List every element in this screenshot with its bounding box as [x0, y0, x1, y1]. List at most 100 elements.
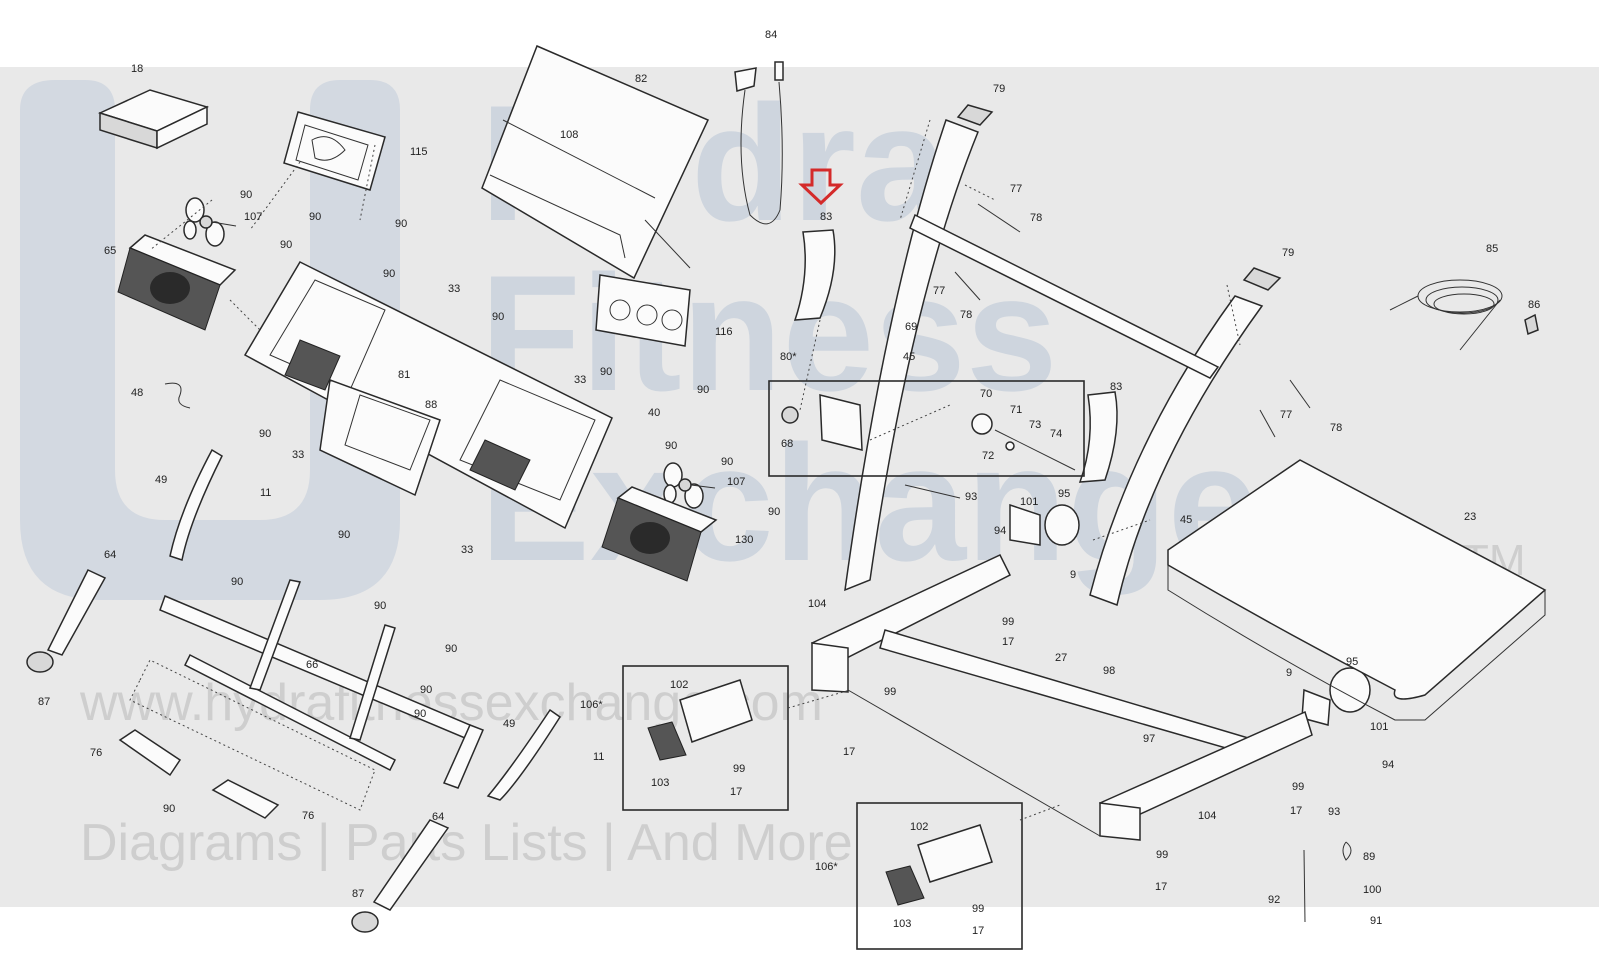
- label-99d: 99: [1292, 781, 1304, 793]
- label-130: 130: [735, 534, 753, 546]
- label-73: 73: [1029, 419, 1041, 431]
- label-90p: 90: [445, 643, 457, 655]
- part-fan-housing-right: [595, 274, 691, 347]
- label-78a: 78: [1030, 212, 1042, 224]
- callout-box-80: [768, 380, 1085, 477]
- label-49b: 49: [503, 718, 515, 730]
- part-console-cover: [481, 45, 710, 280]
- label-90g: 90: [600, 366, 612, 378]
- part-upright-right: [1089, 295, 1264, 607]
- label-90d: 90: [280, 239, 292, 251]
- label-116: 116: [715, 326, 733, 338]
- label-99a: 99: [1002, 616, 1014, 628]
- label-77c: 77: [1280, 409, 1292, 421]
- part-crossbar: [909, 213, 1220, 379]
- part-cap-79-left: [956, 104, 994, 126]
- part-bolt-78c: [1289, 379, 1311, 409]
- label-68: 68: [781, 438, 793, 450]
- label-78c: 78: [1330, 422, 1342, 434]
- callout-box-106-left: [622, 665, 789, 811]
- label-102a: 102: [670, 679, 688, 691]
- label-98: 98: [1103, 665, 1115, 677]
- part-power-cord: [1389, 279, 1503, 351]
- label-87a: 87: [38, 696, 50, 708]
- label-87b: 87: [352, 888, 364, 900]
- part-box: [97, 89, 210, 150]
- label-90c: 90: [395, 218, 407, 230]
- part-axle-74: [994, 429, 1076, 471]
- label-81: 81: [398, 369, 410, 381]
- label-48: 48: [131, 387, 143, 399]
- label-78b: 78: [960, 309, 972, 321]
- label-102b: 102: [910, 821, 928, 833]
- part-bolt-78b: [954, 271, 981, 301]
- label-65: 65: [104, 245, 116, 257]
- part-upright-cover-right: [1078, 391, 1118, 483]
- part-washer-72: [1005, 441, 1015, 451]
- label-90l: 90: [768, 506, 780, 518]
- label-9a: 9: [1070, 569, 1076, 581]
- label-64b: 64: [432, 811, 444, 823]
- part-bracket-76b: [211, 779, 280, 819]
- label-27: 27: [1055, 652, 1067, 664]
- part-fan-upper: [183, 197, 237, 247]
- part-bolt-78a: [977, 203, 1021, 233]
- label-85: 85: [1486, 243, 1498, 255]
- part-roller-70: [971, 413, 993, 435]
- label-82: 82: [635, 73, 647, 85]
- label-90k: 90: [721, 456, 733, 468]
- part-foot-102a: [679, 679, 753, 743]
- label-101b: 101: [1370, 721, 1388, 733]
- label-99f: 99: [972, 903, 984, 915]
- label-17f: 17: [972, 925, 984, 937]
- label-74: 74: [1050, 428, 1062, 440]
- label-66: 66: [306, 659, 318, 671]
- part-roller-95a: [1044, 504, 1080, 546]
- label-92: 92: [1268, 894, 1280, 906]
- label-99b: 99: [884, 686, 896, 698]
- label-107a: 107: [244, 211, 262, 223]
- part-console-base: [243, 261, 613, 530]
- label-97: 97: [1143, 733, 1155, 745]
- part-bolt-93a: [904, 484, 961, 499]
- part-bushing-68: [781, 406, 799, 424]
- label-94b: 94: [1382, 759, 1394, 771]
- label-17a: 17: [1002, 636, 1014, 648]
- label-76b: 76: [302, 810, 314, 822]
- part-fan-lower: [663, 462, 716, 509]
- label-17d: 17: [1290, 805, 1302, 817]
- part-base-frame-lower: [129, 579, 484, 811]
- part-bolt-78d: [1259, 409, 1276, 438]
- label-49a: 49: [155, 474, 167, 486]
- label-106b: 106*: [815, 861, 838, 873]
- part-safety-key: [734, 61, 784, 225]
- label-70: 70: [980, 388, 992, 400]
- part-bracket-80: [819, 394, 863, 451]
- label-90r: 90: [414, 708, 426, 720]
- label-33b: 33: [574, 374, 586, 386]
- label-90a: 90: [240, 189, 252, 201]
- label-17b: 17: [843, 746, 855, 758]
- label-90i: 90: [259, 428, 271, 440]
- callout-box-106-right: [856, 802, 1023, 950]
- label-108: 108: [560, 129, 578, 141]
- label-33c: 33: [292, 449, 304, 461]
- label-90f: 90: [492, 311, 504, 323]
- label-86: 86: [1528, 299, 1540, 311]
- label-9b: 9: [1286, 667, 1292, 679]
- label-64a: 64: [104, 549, 116, 561]
- label-11b: 11: [593, 751, 604, 763]
- label-93b: 93: [1328, 806, 1340, 818]
- part-grille-left: [117, 234, 237, 331]
- part-deck: [1167, 459, 1547, 721]
- label-71: 71: [1010, 404, 1022, 416]
- label-17e: 17: [1155, 881, 1167, 893]
- part-grille-right: [601, 486, 718, 582]
- part-handrail-upper: [26, 448, 223, 673]
- label-91: 91: [1370, 915, 1382, 927]
- label-33d: 33: [461, 544, 473, 556]
- part-fan-housing-upper: [283, 111, 386, 191]
- label-90s: 90: [163, 803, 175, 815]
- label-33a: 33: [448, 283, 460, 295]
